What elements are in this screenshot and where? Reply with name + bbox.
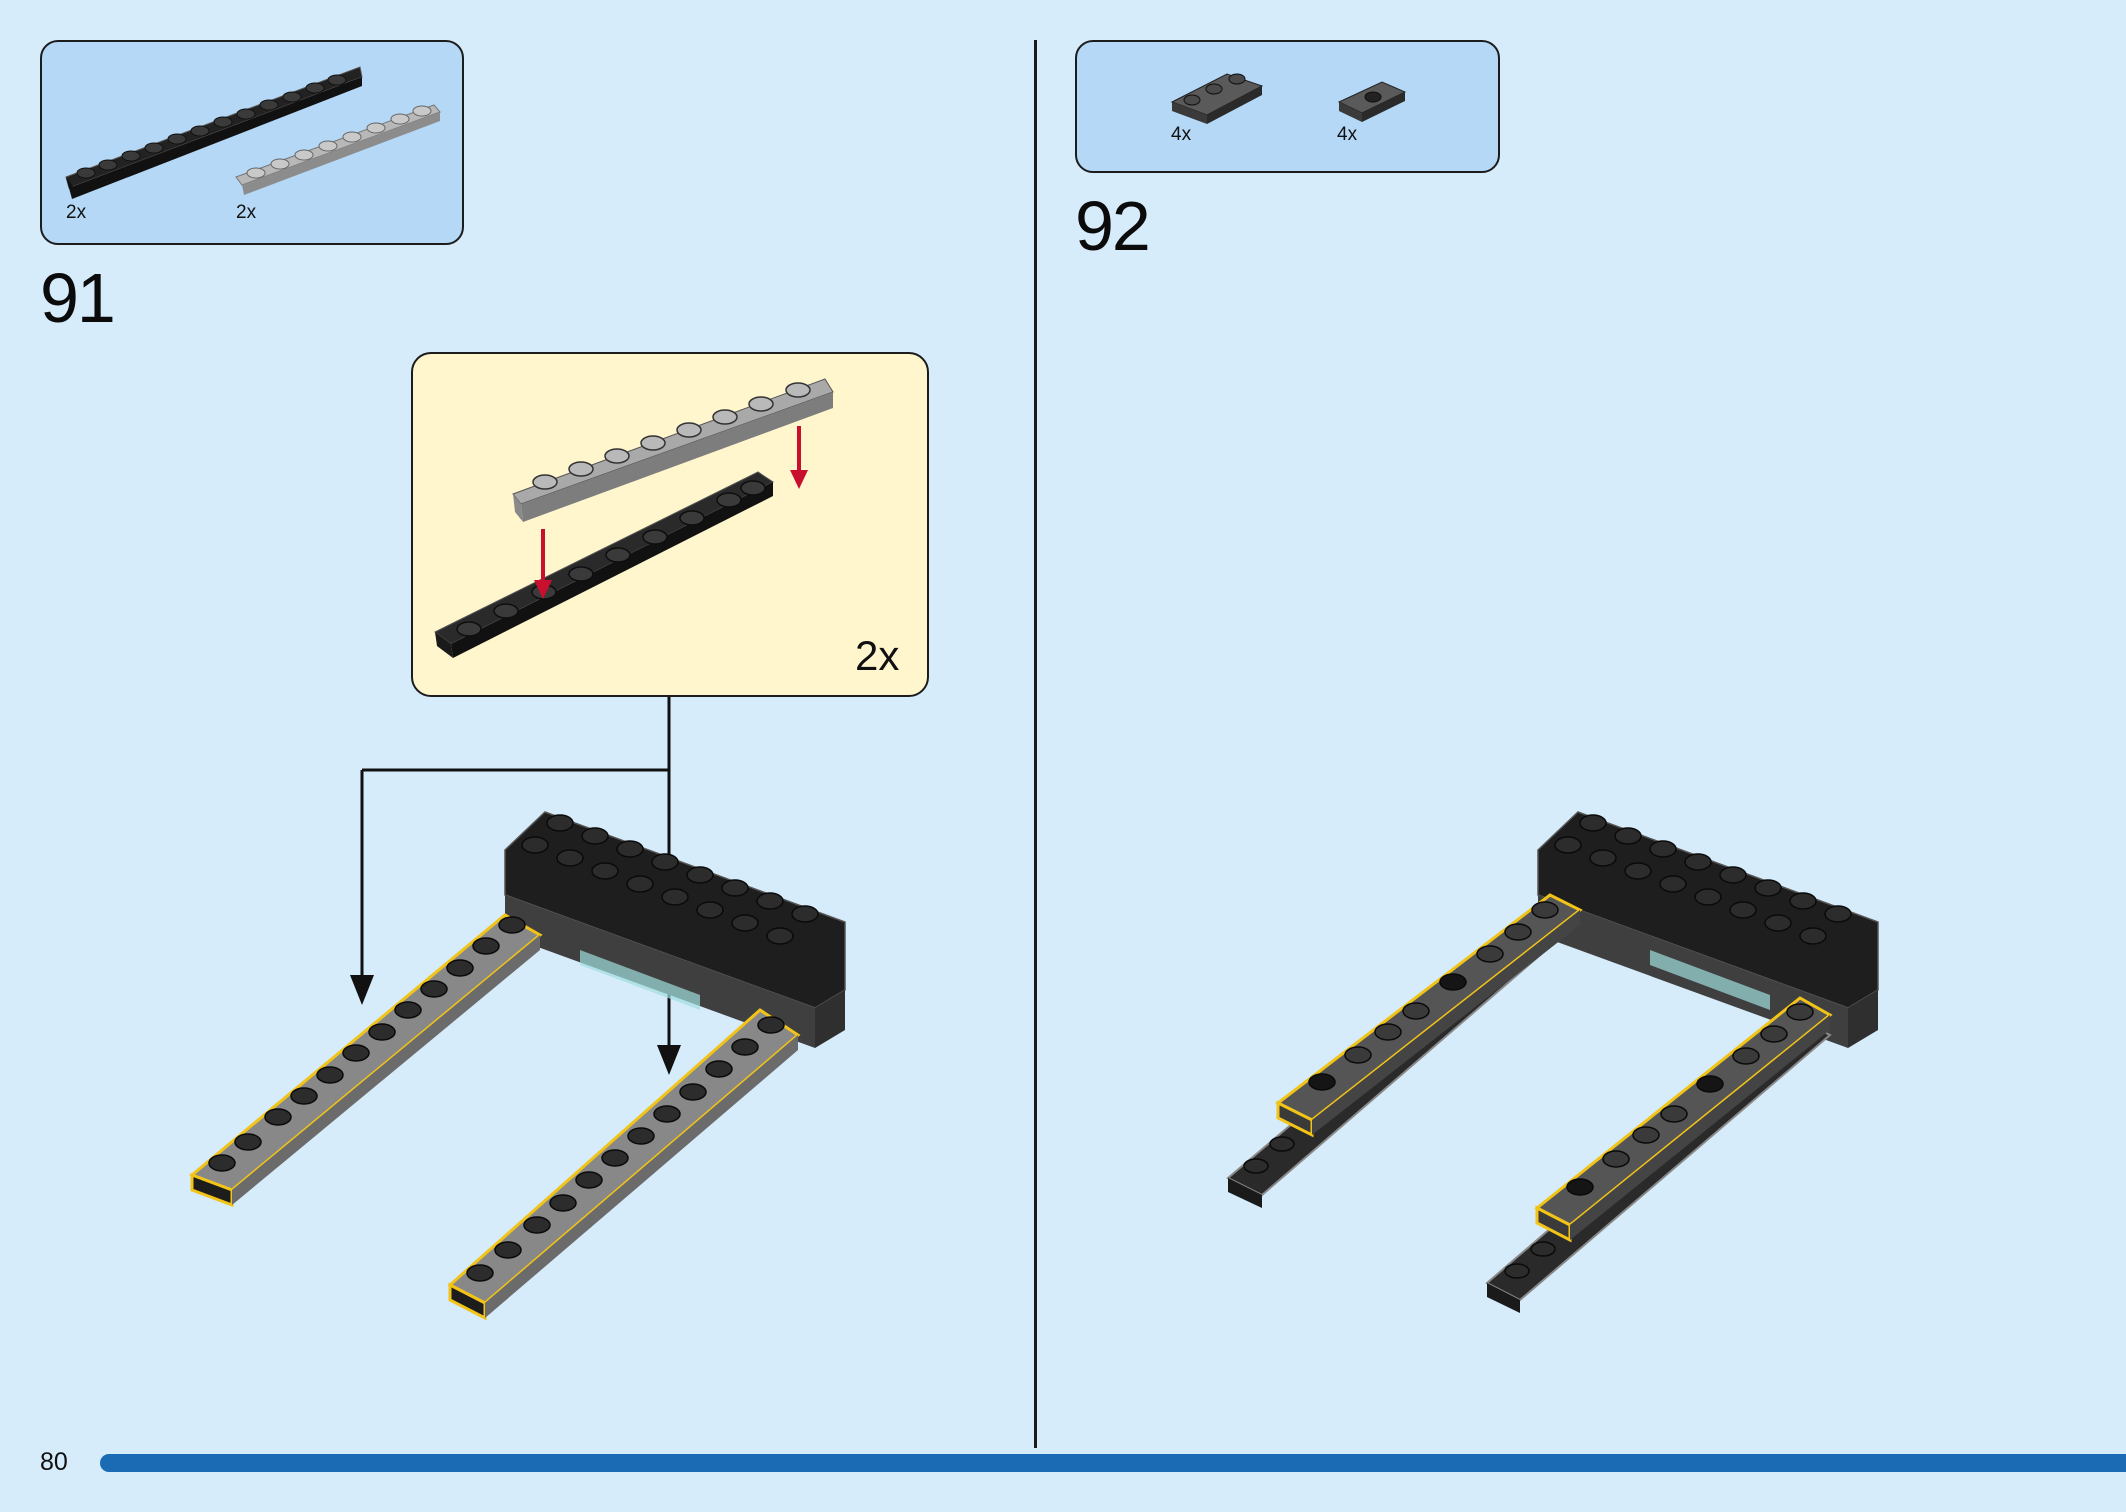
light-gray-plate-1x8-icon [235,104,441,195]
part-qty: 2x [66,202,87,223]
sub-assembly-illustration [434,378,834,658]
step-91-parts-list: 2x 2x [40,40,464,245]
part-qty: 4x [1337,124,1358,145]
sub-assembly-callout: 2x [411,352,929,697]
dark-gray-plate-1x3-icon [1170,73,1264,124]
step-92-parts-list: 4x 4x [1075,40,1500,173]
page-number: 80 [40,1448,68,1476]
part-qty: 2x [236,202,257,223]
page-divider [1034,40,1037,1448]
step-number: 91 [40,259,116,337]
dark-gray-jumper-plate-1x2-icon [1337,81,1407,122]
progress-bar [100,1454,2126,1472]
black-plate-1x12-icon [65,66,363,199]
part-qty: 4x [1171,124,1192,145]
step-number: 92 [1075,187,1151,265]
callout-multiplier: 2x [855,632,900,679]
